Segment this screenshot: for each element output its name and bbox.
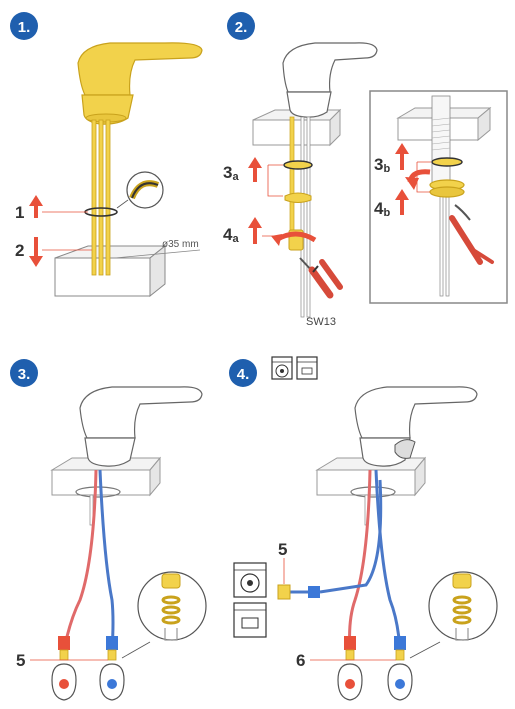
hose-connection-detail-zoom-4 bbox=[410, 572, 497, 658]
label-step-2: 2 bbox=[15, 241, 24, 260]
panel-3-connect-hoses: 5 bbox=[16, 387, 206, 700]
label-appliance-5: 5 bbox=[278, 540, 287, 559]
angle-valve-hot-3 bbox=[52, 664, 76, 700]
hot-connector-4 bbox=[344, 636, 356, 650]
washing-machine-icon bbox=[272, 357, 292, 379]
step-badge-3: 3. bbox=[10, 359, 38, 387]
angle-valve-cold-4 bbox=[388, 664, 412, 700]
step-badge-2-text: 2. bbox=[235, 19, 248, 36]
step-badge-4: 4. bbox=[229, 359, 257, 387]
o-ring-detail-zoom bbox=[117, 172, 163, 208]
step-badge-2: 2. bbox=[227, 12, 255, 40]
step-badge-3-text: 3. bbox=[18, 366, 31, 383]
arrow-down-red bbox=[29, 237, 43, 267]
label-4a: 4a bbox=[223, 225, 239, 245]
hose-connection-detail-zoom bbox=[122, 572, 206, 658]
angle-valve-cold-3 bbox=[100, 664, 124, 700]
hot-connector-3 bbox=[58, 636, 70, 650]
cold-connector-4 bbox=[394, 636, 406, 650]
washer-3b bbox=[432, 158, 462, 166]
label-valve-6: 6 bbox=[296, 651, 305, 670]
appliance-connector bbox=[278, 585, 290, 599]
label-valve-5: 5 bbox=[16, 651, 25, 670]
horseshoe-plate bbox=[285, 193, 311, 203]
cold-connector-3 bbox=[106, 636, 118, 650]
dishwasher-icon-large bbox=[234, 603, 266, 637]
detail-inset-3b-4b: 3b 4b bbox=[370, 91, 507, 303]
panel-2-fasten-faucet: 3a 4a SW13 bbox=[223, 43, 507, 328]
step-badge-1: 1. bbox=[10, 12, 38, 40]
arrow-up-red bbox=[29, 195, 43, 218]
wrench-size-label: SW13 bbox=[306, 316, 336, 328]
dishwasher-icon bbox=[297, 357, 317, 379]
panel-4-connect-appliance: 5 6 bbox=[234, 357, 497, 700]
washer-3a bbox=[284, 161, 312, 169]
step-badge-1-text: 1. bbox=[18, 19, 31, 36]
arrow-up-4a bbox=[248, 217, 262, 244]
label-step-1: 1 bbox=[15, 203, 24, 222]
hole-dimension-label: ø35 mm bbox=[162, 239, 199, 250]
arrow-up-3a bbox=[248, 157, 262, 182]
washing-machine-icon-large bbox=[234, 563, 266, 597]
socket-wrench-icon bbox=[300, 258, 340, 295]
panel-1-insert-faucet: ø35 mm 1 2 bbox=[15, 43, 202, 296]
step-badge-4-text: 4. bbox=[237, 366, 250, 383]
angle-valve-hot-4 bbox=[338, 664, 362, 700]
label-3a: 3a bbox=[223, 163, 239, 183]
